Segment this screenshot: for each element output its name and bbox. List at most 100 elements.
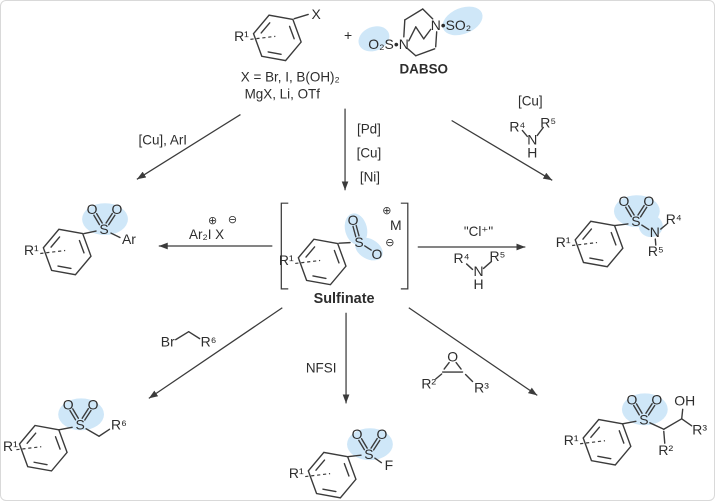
c-oh-bond [681, 408, 684, 420]
amine-bond [521, 129, 529, 138]
pd-label: [Pd] [357, 121, 381, 136]
s-o-double-bond [352, 224, 360, 238]
s-atom: S [639, 411, 648, 427]
amine-r5: R⁵ [540, 114, 556, 130]
c-r3-bond [681, 418, 693, 427]
plus-charge-icon: ⊕ [382, 205, 391, 217]
highlight-alkyl-sulfone-so2 [58, 398, 105, 431]
highlight-aryl-sulfone-so2 [82, 203, 128, 236]
r3-label: R³ [692, 421, 707, 437]
minus-charge-icon: ⊖ [385, 237, 394, 249]
o-atom: O [87, 201, 98, 217]
o-atom: O [626, 391, 637, 407]
left-arrow-label: [Cu], ArI [139, 132, 188, 147]
c-r6-bond [98, 428, 111, 437]
s-atom: S [354, 234, 363, 250]
alkylation-arrow-group: Br R⁶ [148, 307, 283, 399]
ni-label: [Ni] [360, 169, 380, 184]
c-c-bond [663, 418, 683, 430]
ring-s-bond [83, 230, 97, 235]
br-label: Br [161, 334, 175, 350]
bracket-right [400, 202, 409, 290]
r6-label: R⁶ [111, 416, 127, 432]
highlight-sulfinate-1 [344, 213, 368, 245]
highlight-sulfonamide-n [638, 215, 663, 238]
benzene-ring [294, 238, 347, 286]
highlight-hydroxy-sulfone-so2 [621, 393, 668, 426]
amine-n: N [527, 131, 537, 147]
right-diagonal-arrow-group: [Cu] R⁴ R⁵ N H [451, 94, 556, 181]
cl-plus-label: "Cl⁺" [464, 224, 494, 239]
cu-label: [Cu] [357, 145, 382, 160]
s-c-bond [85, 428, 100, 437]
alkyl-sulfone-product: R¹ S O O R⁶ [3, 396, 127, 472]
c-r2-bond [663, 430, 666, 444]
x-scope-line1: X = Br, I, B(OH)₂ [241, 70, 340, 85]
aryl-halide-structure: R¹ X [234, 6, 321, 62]
x-scope-line2: MgX, Li, OTf [245, 87, 321, 102]
dabso-structure: O₂S•N N•SO₂ DABSO [368, 8, 472, 77]
dabso-caption: DABSO [399, 62, 448, 77]
s-atom: S [364, 446, 373, 462]
o-atom: O [376, 426, 387, 442]
amine-h: H [473, 276, 483, 292]
epoxide-arrow-group: O R² R³ [408, 307, 538, 396]
sulfinate-caption: Sulfinate [314, 291, 375, 307]
o-atom-top: O [348, 212, 359, 228]
arrow-to-hydroxy-sulfone [408, 307, 538, 396]
o-atom-side: O [372, 246, 383, 262]
blue-highlights [58, 6, 668, 461]
plus-charge-icon: ⊕ [208, 215, 217, 227]
highlight-dabso-left-so2 [358, 26, 390, 52]
highlight-sulfonyl-fluoride-so2 [347, 428, 393, 461]
nfsi-label: NFSI [306, 361, 337, 376]
ring-s-bond [621, 420, 637, 425]
ring-s-bond [613, 223, 629, 227]
epoxide-o: O [447, 349, 458, 365]
amine-n: N [473, 263, 483, 279]
chlorination-amine-arrow-group: "Cl⁺" R⁴ R⁵ N H [417, 224, 526, 292]
c-r6-bond [187, 330, 201, 340]
r1-label: R¹ [234, 28, 249, 44]
r1-label: R¹ [24, 242, 39, 258]
amine-bond [536, 126, 544, 137]
benzene-ring [571, 220, 624, 268]
r2-label: R² [658, 442, 673, 458]
dabco-cage-bonds [403, 8, 438, 57]
arrow-to-alkyl-sulfone [148, 307, 283, 399]
dabso-right-so2-label: N•SO₂ [431, 17, 472, 33]
s-c-bond [649, 422, 665, 430]
oh-label: OH [674, 392, 695, 408]
r1-label: R¹ [3, 438, 18, 454]
benzene-ring [304, 451, 357, 499]
r1-label: R¹ [279, 252, 294, 268]
benzene-ring [249, 14, 302, 62]
sulfonamide-product: R¹ S O O N R⁴ R⁵ [556, 193, 682, 268]
sulfinate-intermediate: R¹ S O O M ⊕ ⊖ Sulfinate [279, 202, 409, 307]
amine-r4: R⁴ [454, 250, 470, 266]
o-atom: O [88, 396, 99, 412]
s-ar-bond [110, 232, 121, 239]
amine-r5: R⁵ [490, 248, 506, 264]
r1-label: R¹ [564, 432, 579, 448]
ring-s-bond [338, 241, 351, 244]
n-atom: N [650, 224, 660, 240]
s-o-single-bond [364, 245, 372, 251]
ring-s-bond [346, 454, 362, 458]
x-label: X [312, 6, 321, 22]
s-f-bond [374, 457, 383, 464]
ring-s-bond [58, 426, 73, 431]
o-atom: O [352, 426, 363, 442]
r5-label: R⁵ [648, 243, 664, 259]
br-c-bond [175, 330, 190, 341]
r6-label: R⁶ [201, 334, 217, 350]
bracket-left [280, 202, 289, 290]
s-atom: S [99, 221, 108, 237]
epoxide-r2: R² [421, 375, 436, 391]
amine-h: H [527, 144, 537, 160]
amine-bond [465, 263, 474, 271]
epoxide-r3: R³ [474, 379, 489, 395]
metal-label: M [390, 217, 402, 233]
